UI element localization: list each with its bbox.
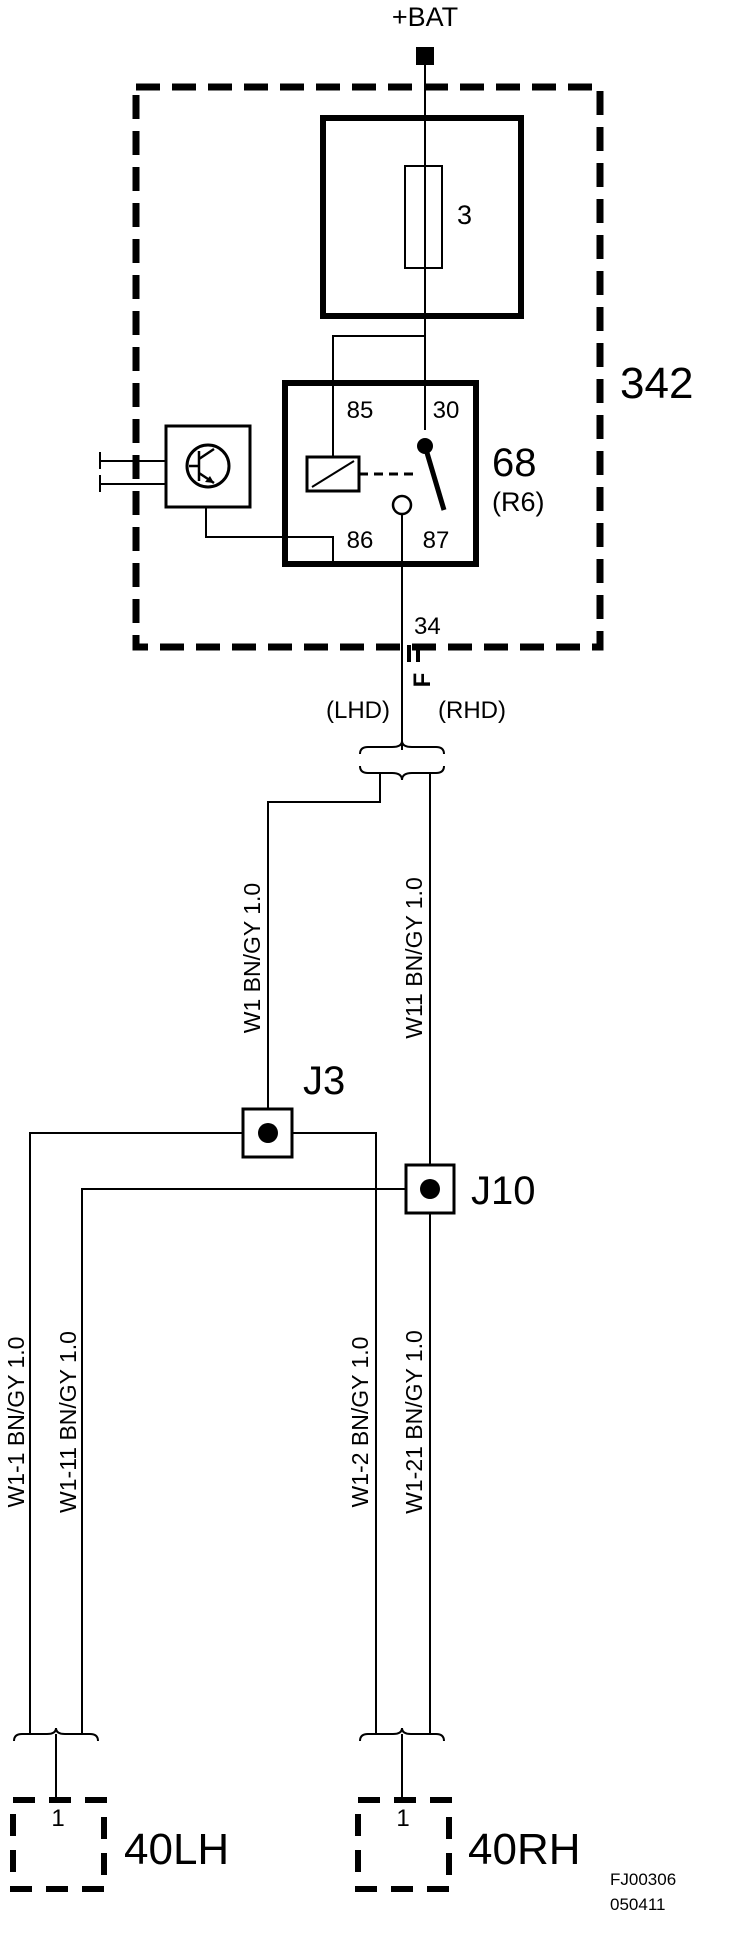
figure-ref: FJ00306 [610,1870,676,1889]
load-40lh-box [10,1797,107,1892]
relay-code: (R6) [492,487,545,517]
wire-w1-1-label: W1-1 BN/GY 1.0 [3,1337,29,1508]
control-unit-342-box [132,83,604,651]
load-lh-pin: 1 [51,1805,64,1832]
wire-w11-label: W11 BN/GY 1.0 [401,877,427,1039]
variant-rhd: (RHD) [438,697,506,724]
relay-pin-85: 85 [347,397,374,424]
relay-pin-86: 86 [347,527,374,554]
relay-pin-87: 87 [423,527,450,554]
fuse-box [320,115,524,319]
relay-open-contact [391,494,413,516]
load-rh-pin: 1 [396,1805,409,1832]
module-input-wires [99,452,166,492]
fuse-number: 3 [457,200,472,230]
relay-switch-arm [422,445,447,511]
load-lh-id: 40LH [124,1825,229,1874]
figure-date: 050411 [610,1895,665,1914]
j3-branch-wires [29,1132,377,1734]
transistor-icon [185,443,231,489]
control-unit-id: 342 [620,359,693,408]
splice-j3-node [258,1123,278,1143]
variant-brace-top [359,740,445,755]
wire-w1-21-label: W1-21 BN/GY 1.0 [401,1330,427,1514]
load-40rh-box [355,1797,452,1892]
bat-terminal [416,47,434,65]
relay-68-box [282,380,479,567]
splice-j3-label: J3 [303,1059,345,1103]
variant-brace-bottom [359,765,445,781]
load-rh-id: 40RH [468,1825,581,1874]
control-module-box [164,424,252,509]
coil-ground-wire [205,507,334,564]
relay-pin-30: 30 [433,397,460,424]
relay-id: 68 [492,441,537,485]
connector-pin: 34 [414,613,441,640]
variant-lhd: (LHD) [326,697,390,724]
wire-w1-11-label: W1-11 BN/GY 1.0 [55,1331,81,1513]
bat-supply-label: +BAT [392,2,458,32]
connector-code: F [409,673,436,688]
coil-feed-wire [332,335,425,485]
wire-w1 [267,773,381,1133]
j10-branch-wires [81,1188,431,1734]
wire-w1-2-label: W1-2 BN/GY 1.0 [347,1337,373,1508]
rh-brace [359,1727,445,1742]
fuse-3-symbol [404,165,443,269]
lh-brace [13,1727,99,1742]
splice-j10-node [420,1179,440,1199]
wire-w1-label: W1 BN/GY 1.0 [239,883,265,1033]
splice-j10-label: J10 [471,1169,536,1213]
